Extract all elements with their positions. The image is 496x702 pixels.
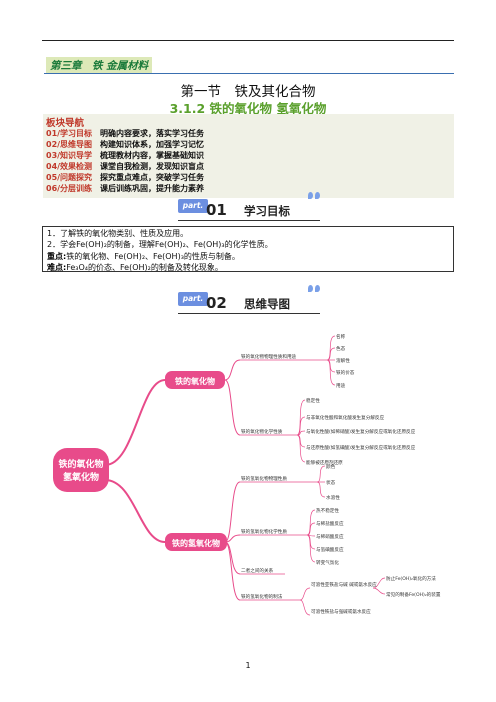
mind-leaf: 颜色 — [326, 463, 336, 470]
mind-node: 二者之间的关系 — [241, 567, 274, 574]
nav-item: 01/学习目标明确内容要求，落实学习任务 — [46, 129, 204, 138]
mind-leaf: 水溶性 — [326, 494, 340, 501]
mind-leaf: 热不稳定性 — [316, 507, 339, 514]
nav-panel — [43, 114, 454, 198]
mind-leaf: 可溶性铁盐与强碱或氨水反应 — [311, 608, 371, 615]
part-number: 02 — [206, 294, 227, 312]
mind-leaf: 与氢碘酸反应 — [316, 546, 344, 553]
root-node — [53, 448, 109, 492]
part-label: 学习目标 — [244, 204, 290, 218]
mind-leaf: 能够被还原剂还原 — [306, 459, 343, 466]
mind-node: 铁的氢氧化物化学性质 — [241, 528, 287, 535]
branch-node-oxides — [165, 371, 225, 389]
section-header-mindmap: part. 02 思维导图 — [178, 285, 320, 314]
page-number: 1 — [245, 661, 251, 670]
mind-leaf: 可溶性亚铁盐与碱 碱或氨水反应 — [311, 581, 377, 588]
goal-line: 2．学会Fe(OH)₂的制备，理解Fe(OH)₂、Fe(OH)₃的化学性质。 — [47, 240, 273, 250]
mind-leaf: 名称 — [336, 333, 346, 340]
branch-label: 铁的氧化物 — [175, 376, 215, 386]
nav-item: 02/思维导图构建知识体系，加强学习记忆 — [46, 140, 204, 149]
part-label: 思维导图 — [244, 297, 290, 311]
chapter-label: 第三章 铁 金属材料 — [46, 57, 153, 74]
goals-box: 1．了解铁的氧化物类别、性质及应用。 2．学会Fe(OH)₂的制备，理解Fe(O… — [42, 226, 454, 272]
chapter-rule — [44, 73, 454, 74]
nav-item: 06/分层训练课后训练巩固，提升能力素养 — [46, 184, 204, 193]
mind-leaf: 与稀硝酸反应 — [316, 533, 344, 540]
nav-item: 04/效果检测课堂自我检测，发现知识盲点 — [46, 162, 204, 171]
quote-icon — [308, 192, 322, 200]
mind-leaf: 防止Fe(OH)₂氧化的方法 — [386, 575, 436, 582]
part-number: 01 — [206, 201, 227, 219]
mind-node: 铁的氢氧化物物理性质 — [241, 475, 287, 482]
section-header-goals: part. 01 学习目标 — [178, 192, 320, 221]
mind-map: 铁的氧化物 氢氧化物 铁的氧化物 铁的氢氧化物 铁的氧化物物理性质和用途 名称 … — [53, 333, 441, 616]
mind-leaf: 与稀盐酸反应 — [316, 520, 344, 527]
part-tab: part. — [178, 199, 208, 213]
header-rule — [42, 40, 454, 41]
branch-label: 铁的氢氧化物 — [172, 538, 220, 548]
mind-leaf: 溶解性 — [336, 357, 350, 364]
page-subtitle: 3.1.2 铁的氧化物 氢氧化物 — [169, 101, 327, 116]
mind-leaf: 与还原性酸(如氢碘酸)发生复分解反应或氧化还原反应 — [306, 444, 416, 451]
mind-leaf: 常见的制备Fe(OH)₂的装置 — [386, 591, 441, 598]
branch-node-hydroxides — [165, 533, 227, 551]
mind-node: 铁的氧化物化学性质 — [241, 428, 283, 435]
mind-leaf: 色态 — [336, 345, 346, 352]
part-tab: part. — [178, 292, 208, 306]
mind-leaf: 铁的价态 — [336, 369, 355, 376]
mind-node: 铁的氢氧化物的制法 — [241, 593, 283, 600]
root-label-line2: 氢氧化物 — [63, 471, 99, 483]
goal-key-line: 重点:铁的氧化物、Fe(OH)₂、Fe(OH)₃的性质与制备。 — [47, 251, 240, 261]
mind-leaf: 稳定性 — [306, 397, 320, 404]
root-label-line1: 铁的氧化物 — [58, 458, 103, 470]
nav-heading: 板块导航 — [46, 118, 85, 129]
page-title: 第一节 铁及其化合物 — [180, 84, 316, 100]
mind-leaf: 与氧化性酸(如稀硝酸)发生复分解反应或氧化还原反应 — [306, 428, 416, 435]
goal-difficulty-line: 难点:Fe₃O₄的价态、Fe(OH)₂的制备及转化现象。 — [47, 262, 223, 272]
nav-item: 05/问题探究探究重点难点，突破学习任务 — [46, 173, 204, 182]
mind-leaf: 用途 — [336, 382, 346, 389]
mind-leaf: 转变气氛化 — [316, 559, 339, 566]
quote-icon — [308, 285, 322, 293]
nav-item: 03/知识导学梳理教材内容，掌握基础知识 — [46, 151, 204, 160]
mind-leaf: 与非氧化性酸和氧化酸发生复分解反应 — [306, 414, 385, 421]
goal-line: 1．了解铁的氧化物类别、性质及应用。 — [47, 229, 189, 238]
mind-leaf: 状态 — [326, 479, 336, 486]
mind-node: 铁的氧化物物理性质和用途 — [241, 353, 297, 360]
